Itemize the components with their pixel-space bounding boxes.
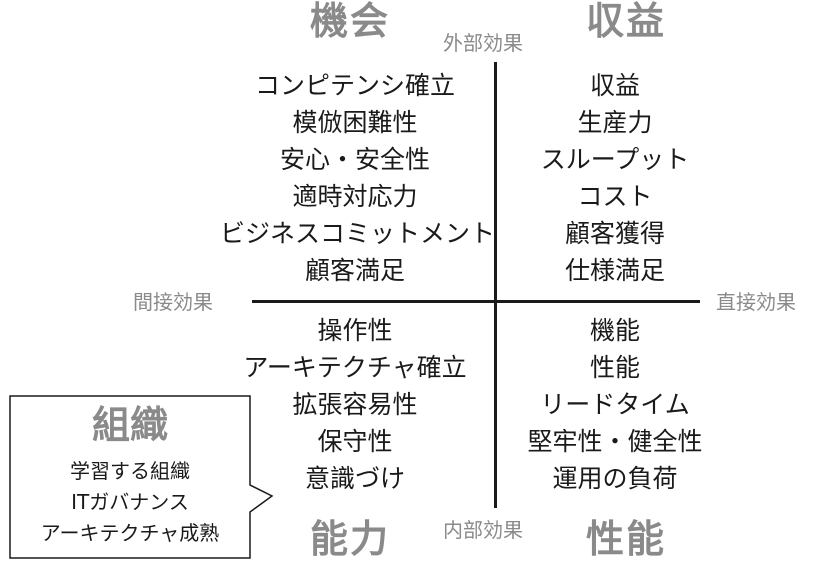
list-item: 機能 bbox=[589, 316, 640, 345]
quadrant-list-revenue: 収益 生産力 スループット コスト 顧客獲得 仕様満足 bbox=[500, 67, 730, 289]
quadrant-title-capability: 能力 bbox=[310, 517, 391, 561]
list-item: 性能 bbox=[589, 353, 640, 382]
list-item: コスト bbox=[577, 182, 653, 211]
axis-label-right: 直接効果 bbox=[716, 290, 796, 314]
list-item: 適時対応力 bbox=[292, 182, 418, 211]
list-item: 安心・安全性 bbox=[279, 145, 430, 174]
list-item: ITガバナンス bbox=[71, 490, 189, 514]
list-item: リードタイム bbox=[540, 390, 690, 419]
quadrant-title-opportunity: 機会 bbox=[310, 0, 391, 43]
list-item: 生産力 bbox=[577, 108, 653, 137]
vertical-axis-line bbox=[494, 62, 497, 508]
list-item: コンピテンシ確立 bbox=[254, 71, 455, 100]
list-item: 学習する組織 bbox=[70, 459, 190, 483]
horizontal-axis-line bbox=[252, 300, 700, 303]
axis-label-bottom: 内部効果 bbox=[443, 518, 523, 542]
quadrant-list-performance: 機能 性能 リードタイム 堅牢性・健全性 運用の負荷 bbox=[500, 312, 730, 497]
list-item: スループット bbox=[540, 145, 690, 174]
list-item: 保守性 bbox=[317, 427, 393, 456]
callout-list: 学習する組織 ITガバナンス アーキテクチャ成熟 bbox=[10, 456, 250, 549]
quadrant-title-revenue: 収益 bbox=[586, 0, 667, 43]
list-item: 模倣困難性 bbox=[292, 108, 418, 137]
list-item: 仕様満足 bbox=[564, 256, 665, 285]
list-item: 顧客獲得 bbox=[564, 219, 665, 248]
list-item: 意識づけ bbox=[304, 464, 405, 493]
list-item: 操作性 bbox=[317, 316, 393, 345]
axis-label-left: 間接効果 bbox=[133, 290, 213, 314]
quadrant-list-capability: 操作性 アーキテクチャ確立 拡張容易性 保守性 意識づけ bbox=[220, 312, 490, 497]
callout-title: 組織 bbox=[91, 403, 168, 447]
quadrant-title-performance: 性能 bbox=[586, 517, 667, 561]
axis-label-top: 外部効果 bbox=[443, 31, 523, 55]
list-item: 収益 bbox=[589, 71, 640, 100]
list-item: 拡張容易性 bbox=[292, 390, 418, 419]
list-item: アーキテクチャ成熟 bbox=[40, 521, 220, 545]
list-item: 顧客満足 bbox=[304, 256, 405, 285]
list-item: 堅牢性・健全性 bbox=[527, 427, 703, 456]
list-item: ビジネスコミットメント bbox=[220, 219, 496, 248]
list-item: 運用の負荷 bbox=[552, 464, 678, 493]
quadrant-list-opportunity: コンピテンシ確立 模倣困難性 安心・安全性 適時対応力 ビジネスコミットメント … bbox=[220, 67, 496, 289]
list-item: アーキテクチャ確立 bbox=[243, 353, 467, 382]
